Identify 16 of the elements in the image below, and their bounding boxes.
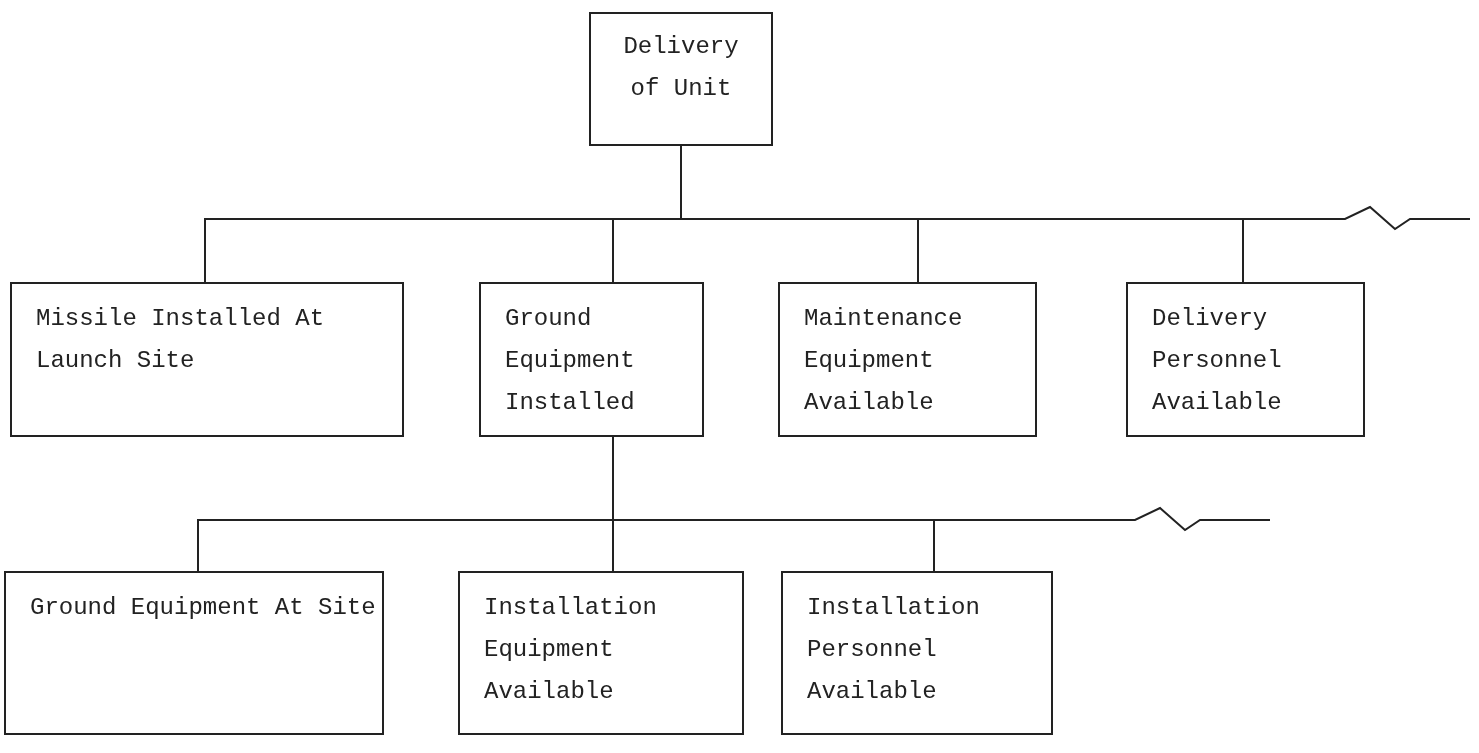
process-box [4,571,384,735]
process-box [589,12,773,146]
box-label: Maintenance Equipment Available [804,304,964,418]
box-label: Delivery of Unit [622,32,740,104]
process-box [10,282,404,437]
box-label: Ground Equipment Installed [505,304,636,418]
box-label: Delivery Personnel Available [1152,304,1283,418]
process-box [781,571,1053,735]
box-label: Ground Equipment At Site [30,593,376,623]
process-box [1126,282,1365,437]
process-box [458,571,744,735]
box-label: Installation Equipment Available [484,593,658,707]
box-label: Missile Installed At Launch Site [36,304,326,376]
box-label: Installation Personnel Available [807,593,981,707]
process-box [778,282,1037,437]
process-box [479,282,704,437]
